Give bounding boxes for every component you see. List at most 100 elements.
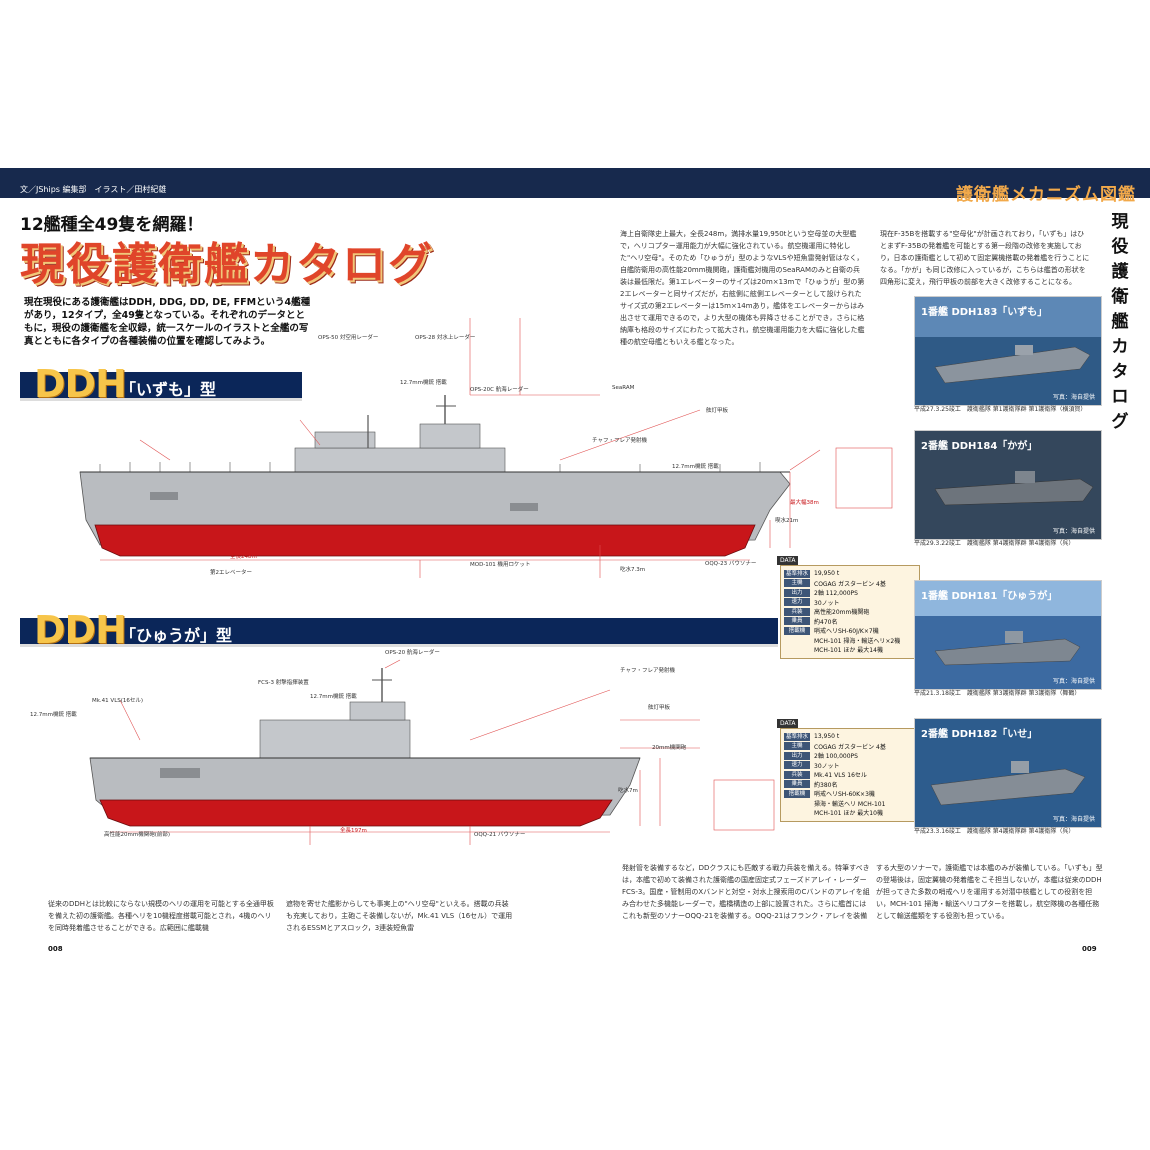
spec-label [784,799,810,807]
body-text-col6: する大型のソナーで，護衛艦では本艦のみが装備している。「いずも」型の登場後は，固… [876,864,1103,920]
section-class-name: 「ひゅうが」型 [120,626,233,645]
hyuga-ship-illustration [89,447,893,845]
spec-box-izumo: DATA 基準排水量 19,950 t 主機 COGAG ガスタービン 4基 出力 2… [777,556,920,659]
page-subtitle: 12艦種全49隻を網羅！ [20,215,204,235]
section-header-hyuga: DDH 「ひゅうが」型 [20,608,778,652]
vertical-title: 現役護衛艦カタログ [1111,212,1129,432]
hyuga-label: 20mm機関砲 [652,745,687,751]
photo-kaga: 2番艦 DDH184「かが」 写真：海自提供 [914,430,1102,540]
hyuga-label: OQQ-21 バウソナー [474,832,526,838]
section-prefix: DDH [34,608,127,652]
izumo-label: SeaRAM [612,385,635,391]
izumo-label: OPS-50 対空用レーダー [318,335,379,341]
izumo-label: OPS-28 対水上レーダー [415,335,476,341]
ship-photo-graphic [915,431,1101,539]
page-number-right: 009 [1082,945,1097,953]
photo-caption: 2番艦 DDH184「かが」 [921,441,1038,452]
spec-label: 搭載機 [784,626,810,635]
spec-label: 兵装 [784,770,810,779]
spec-value: Mk.41 VLS 16セル [814,772,867,780]
spec-label: 主機 [784,579,810,588]
spec-value: 2軸 100,000PS [814,753,858,761]
spec-value: MCH-101 ほか 最大14機 [814,647,883,655]
hyuga-label: 12.7mm機銃 搭載 [310,694,357,700]
ship-photo-graphic [915,297,1101,405]
izumo-label: 12.7mm機銃 搭載 [672,464,719,470]
spec-label [784,646,810,654]
izumo-label: 吃水7.3m [620,567,646,573]
photo-credit: 写真：海自提供 [1052,394,1095,401]
page-number-left: 008 [48,945,63,953]
izumo-label: MOD-101 機用ロケット [470,562,531,568]
spec-value: 約380名 [814,781,838,789]
spec-label: 基準排水量 [784,732,810,748]
spec-tag: DATA [777,719,799,728]
spec-value: COGAG ガスタービン 4基 [814,743,886,751]
hyuga-label: Mk.41 VLS(16セル) [92,698,144,704]
spec-value: 掃海・輸送ヘリ MCH-101 [814,800,886,808]
spec-label: 乗員 [784,617,810,626]
spec-value: COGAG ガスタービン 4基 [814,580,886,588]
spec-label: 速力 [784,761,810,770]
hyuga-label: OPS-20 航海レーダー [385,650,440,656]
izumo-label: OPS-20C 航海レーダー [470,387,529,393]
izumo-label: OQQ-23 バウソナー [705,561,757,567]
body-text-col1: 海上自衛隊史上最大，全長248m，満排水量19,950tという空母並の大型艦で，… [620,230,865,346]
photo-note: 平成21.3.18竣工 護衛艦隊 第3護衛隊群 第3護衛隊（舞鶴） [914,690,1081,697]
hyuga-label: チャフ・フレア発射機 [620,668,675,674]
spec-value: 30ノット [814,599,840,607]
spec-value: 2軸 112,000PS [814,590,858,598]
izumo-label: チャフ・フレア発射機 [592,438,647,444]
section-prefix: DDH [34,362,127,406]
hyuga-label: 舷灯甲板 [648,705,671,711]
header-bar [0,168,1150,198]
photo-ise: 2番艦 DDH182「いせ」 写真：海自提供 [914,718,1102,828]
photo-note: 平成29.3.22竣工 護衛艦隊 第4護衛隊群 第4護衛隊（呉） [914,540,1075,547]
photo-caption: 1番艦 DDH181「ひゅうが」 [921,591,1058,602]
spec-value: MCH-101 ほか 最大10機 [814,810,883,818]
photo-caption: 1番艦 DDH183「いずも」 [921,307,1048,318]
spec-label: 速力 [784,598,810,607]
credit-text: 文／JShips 編集部 イラスト／田村紀雄 [20,185,167,194]
photo-caption: 2番艦 DDH182「いせ」 [921,729,1038,740]
spec-label: 出力 [784,751,810,760]
body-text-col2: 現在F-35Bを搭載する"空母化"が計画されており，「いずも」はひとまずF-35… [880,230,1090,286]
izumo-ship-illustration [79,318,821,578]
spec-value: 哨戒ヘリSH-60J/K×7機 [814,628,879,636]
izumo-label: 12.7mm機銃 搭載 [400,380,447,386]
spec-value: 哨戒ヘリSH-60K×3機 [814,791,875,799]
spec-tag: DATA [777,556,799,565]
spec-label: 主機 [784,742,810,751]
izumo-label: 全長248m [230,554,257,560]
ship-photo-graphic [915,581,1101,689]
spec-label [784,809,810,817]
izumo-label: 第2エレベーター [210,570,252,576]
hyuga-label: 吃水7m [618,788,638,794]
page-title: 現役護衛艦カタログ [20,239,434,290]
spec-value: 19,950 t [814,570,840,578]
photo-credit: 写真：海自提供 [1052,816,1095,823]
photo-credit: 写真：海自提供 [1052,528,1095,535]
spec-label: 基準排水量 [784,569,810,585]
photo-note: 平成27.3.25竣工 護衛艦隊 第1護衛隊群 第1護衛隊（横須賀） [914,406,1087,413]
lead-paragraph: 現在現役にある護衛艦はDDH, DDG, DD, DE, FFMという4艦種があ… [24,297,311,347]
spec-value: 約470名 [814,618,838,626]
photo-hyuga: 1番艦 DDH181「ひゅうが」 写真：海自提供 [914,580,1102,690]
spec-value: MCH-101 掃海・輸送ヘリ×2機 [814,637,901,645]
body-text-col5: 発射管を装備するなど，DDクラスにも匹敵する戦力兵装を備える。特筆すべきは，本艦… [622,864,870,920]
section-header-izumo: DDH 「いずも」型 [20,362,302,406]
section-class-name: 「いずも」型 [120,380,217,399]
hyuga-label: 全長197m [340,828,367,834]
hyuga-label: 高性能20mm機関砲(前部) [104,832,171,838]
izumo-label: 喫水21m [775,518,799,524]
izumo-label: 舷灯甲板 [706,408,729,414]
hyuga-label: 12.7mm機銃 搭載 [30,712,77,718]
ship-photo-graphic [915,719,1101,827]
spec-label: 乗員 [784,780,810,789]
spec-label: 出力 [784,588,810,597]
body-text-col3: 従来のDDHとは比較にならない規模のヘリの運用を可能とする全通甲板を備えた初の護… [48,900,274,932]
spec-value: 高性能20mm機関砲 [814,609,870,617]
photo-izumo: 1番艦 DDH183「いずも」 写真：海自提供 [914,296,1102,406]
